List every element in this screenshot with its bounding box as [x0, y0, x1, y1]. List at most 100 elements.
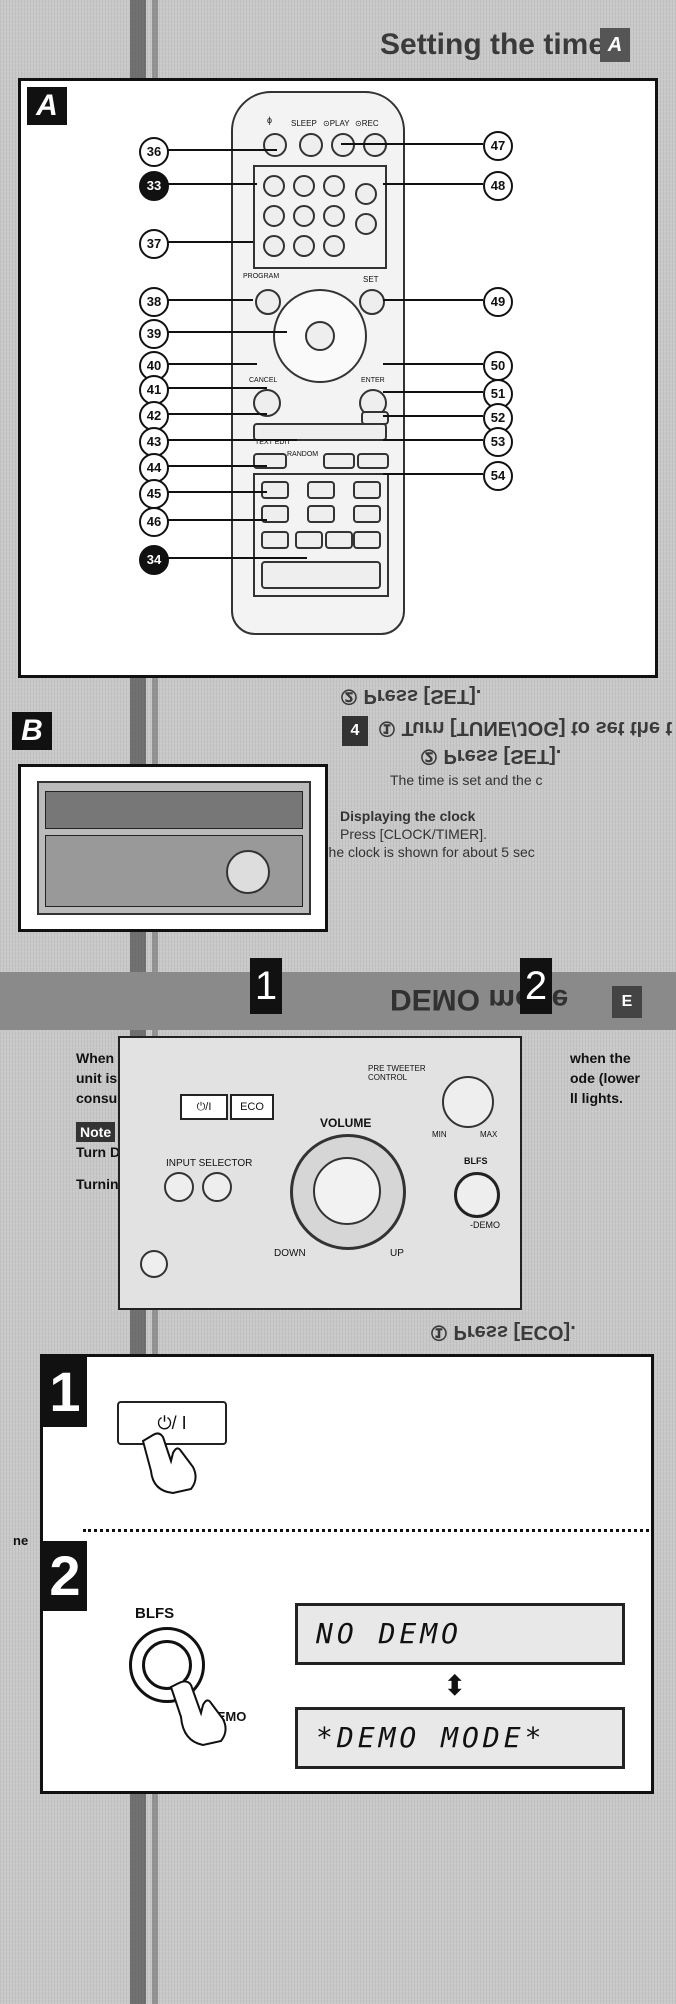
power-button[interactable]	[263, 133, 287, 157]
key-3[interactable]	[323, 175, 345, 197]
blfs-label: BLFS	[135, 1605, 175, 1622]
step-divider	[83, 1529, 649, 1532]
steps-panel: 1 ⏻/ I ne 2 BLFS -DEMO NO DEMO ⬍ *DEMO M…	[13, 1354, 654, 1794]
down-label: DOWN	[274, 1248, 306, 1259]
callout-1: 1	[250, 958, 282, 1014]
control-button[interactable]	[307, 505, 335, 523]
source-button-group	[253, 473, 389, 597]
play-button[interactable]	[331, 133, 355, 157]
power-button-illustration[interactable]: ⏻/ I	[117, 1401, 227, 1445]
callout-39: 39	[139, 319, 169, 349]
deck-top	[45, 791, 303, 829]
remote-label: PROGRAM	[243, 273, 280, 280]
program-button[interactable]	[255, 289, 281, 315]
note-badge: Note	[76, 1122, 116, 1142]
control-button[interactable]	[261, 505, 289, 523]
leader-line	[167, 149, 277, 151]
blfs-label: BLFS	[464, 1156, 488, 1166]
key-1[interactable]	[263, 175, 285, 197]
tweeter-knob[interactable]	[442, 1076, 494, 1128]
callout-54: 54	[483, 461, 513, 491]
callout-36: 36	[139, 137, 169, 167]
volume-knob[interactable]	[290, 1134, 406, 1250]
step-icon: 4	[342, 716, 368, 746]
set-button[interactable]	[359, 289, 385, 315]
instruction-note: The clock is shown for about 5 sec	[320, 844, 535, 860]
caption-text: ② Press [SET].	[340, 685, 482, 707]
text-edit-row[interactable]	[253, 423, 387, 441]
leader-line	[383, 415, 483, 417]
section-tag: E	[612, 986, 642, 1018]
key-4[interactable]	[263, 205, 285, 227]
sleep-button[interactable]	[299, 133, 323, 157]
callout-33: 33	[139, 171, 169, 201]
key-6[interactable]	[323, 205, 345, 227]
callout-48: 48	[483, 171, 513, 201]
tuner-button[interactable]	[353, 481, 381, 499]
remote-label: CANCEL	[249, 377, 278, 384]
key-9[interactable]	[293, 235, 315, 257]
toggle-arrow-icon: ⬍	[443, 1670, 467, 1701]
blfs-button-illustration[interactable]	[129, 1627, 205, 1703]
power-button[interactable]: ⏻/I	[180, 1094, 228, 1120]
leader-line	[383, 183, 483, 185]
mirrored-caption: ② Press [SET].	[340, 684, 481, 709]
rec-button[interactable]	[363, 133, 387, 157]
key-8[interactable]	[263, 235, 285, 257]
remote-control: ɸ SLEEP ⊙PLAY ⊙REC PROGRAM SET CA	[231, 91, 405, 635]
jog-dial[interactable]	[273, 289, 367, 383]
scroll-button[interactable]	[361, 411, 389, 425]
md-button[interactable]	[307, 481, 335, 499]
blfs-button[interactable]	[454, 1172, 500, 1218]
leader-line	[167, 387, 267, 389]
input-left-button[interactable]	[164, 1172, 194, 1202]
tune-up-button[interactable]	[353, 505, 381, 523]
display-no-demo: NO DEMO	[295, 1603, 625, 1665]
side-text-line: unit is	[76, 1070, 118, 1086]
side-text-right: when the ode (lower ll lights.	[570, 1048, 640, 1108]
muting-button[interactable]	[261, 531, 289, 549]
leader-line	[167, 241, 253, 243]
key-5[interactable]	[293, 205, 315, 227]
skip-button[interactable]	[325, 531, 353, 549]
jog-center[interactable]	[305, 321, 335, 351]
instruction-note: The time is set and the c	[390, 772, 543, 788]
remote-label: ⊙REC	[355, 119, 379, 128]
key-2[interactable]	[293, 175, 315, 197]
numeric-keypad	[253, 165, 387, 269]
remote-label: TEXT EDIT	[255, 439, 291, 446]
key-7[interactable]	[355, 213, 377, 235]
cd-button[interactable]	[261, 481, 289, 499]
callout-49: 49	[483, 287, 513, 317]
pressing-hand-icon	[141, 1432, 197, 1495]
disc-button[interactable]	[355, 183, 377, 205]
step-number: 2	[43, 1541, 87, 1611]
cancel-button[interactable]	[253, 389, 281, 417]
display-demo-mode: *DEMO MODE*	[295, 1707, 625, 1769]
leader-line	[167, 491, 267, 493]
leader-line	[341, 143, 483, 145]
leader-line	[167, 331, 287, 333]
repeat-button[interactable]	[323, 453, 355, 469]
remote-label: RANDOM	[287, 451, 319, 458]
figure-label: A	[27, 87, 67, 125]
instruction-text: ① Turn [TUNE/JOG] to set the t	[378, 717, 673, 739]
max-label: MAX	[480, 1130, 498, 1139]
tune-down-button[interactable]	[353, 531, 381, 549]
figure-label: B	[12, 712, 52, 750]
auto-mono-button[interactable]	[357, 453, 389, 469]
tweeter-label: PRE TWEETER CONTROL	[368, 1064, 426, 1082]
mirrored-caption: ① Press [ECO].	[430, 1320, 576, 1345]
key-0[interactable]	[323, 235, 345, 257]
leader-line	[383, 391, 483, 393]
eco-button[interactable]: ECO	[230, 1094, 274, 1120]
skip-button[interactable]	[295, 531, 323, 549]
input-selector-label: INPUT SELECTOR	[166, 1158, 253, 1169]
callout-46: 46	[139, 507, 169, 537]
side-text-line: Turn DE	[76, 1144, 130, 1160]
volume-rocker[interactable]	[261, 561, 381, 589]
input-right-button[interactable]	[202, 1172, 232, 1202]
leader-line	[167, 183, 257, 185]
callout-37: 37	[139, 229, 169, 259]
leader-line	[383, 363, 483, 365]
